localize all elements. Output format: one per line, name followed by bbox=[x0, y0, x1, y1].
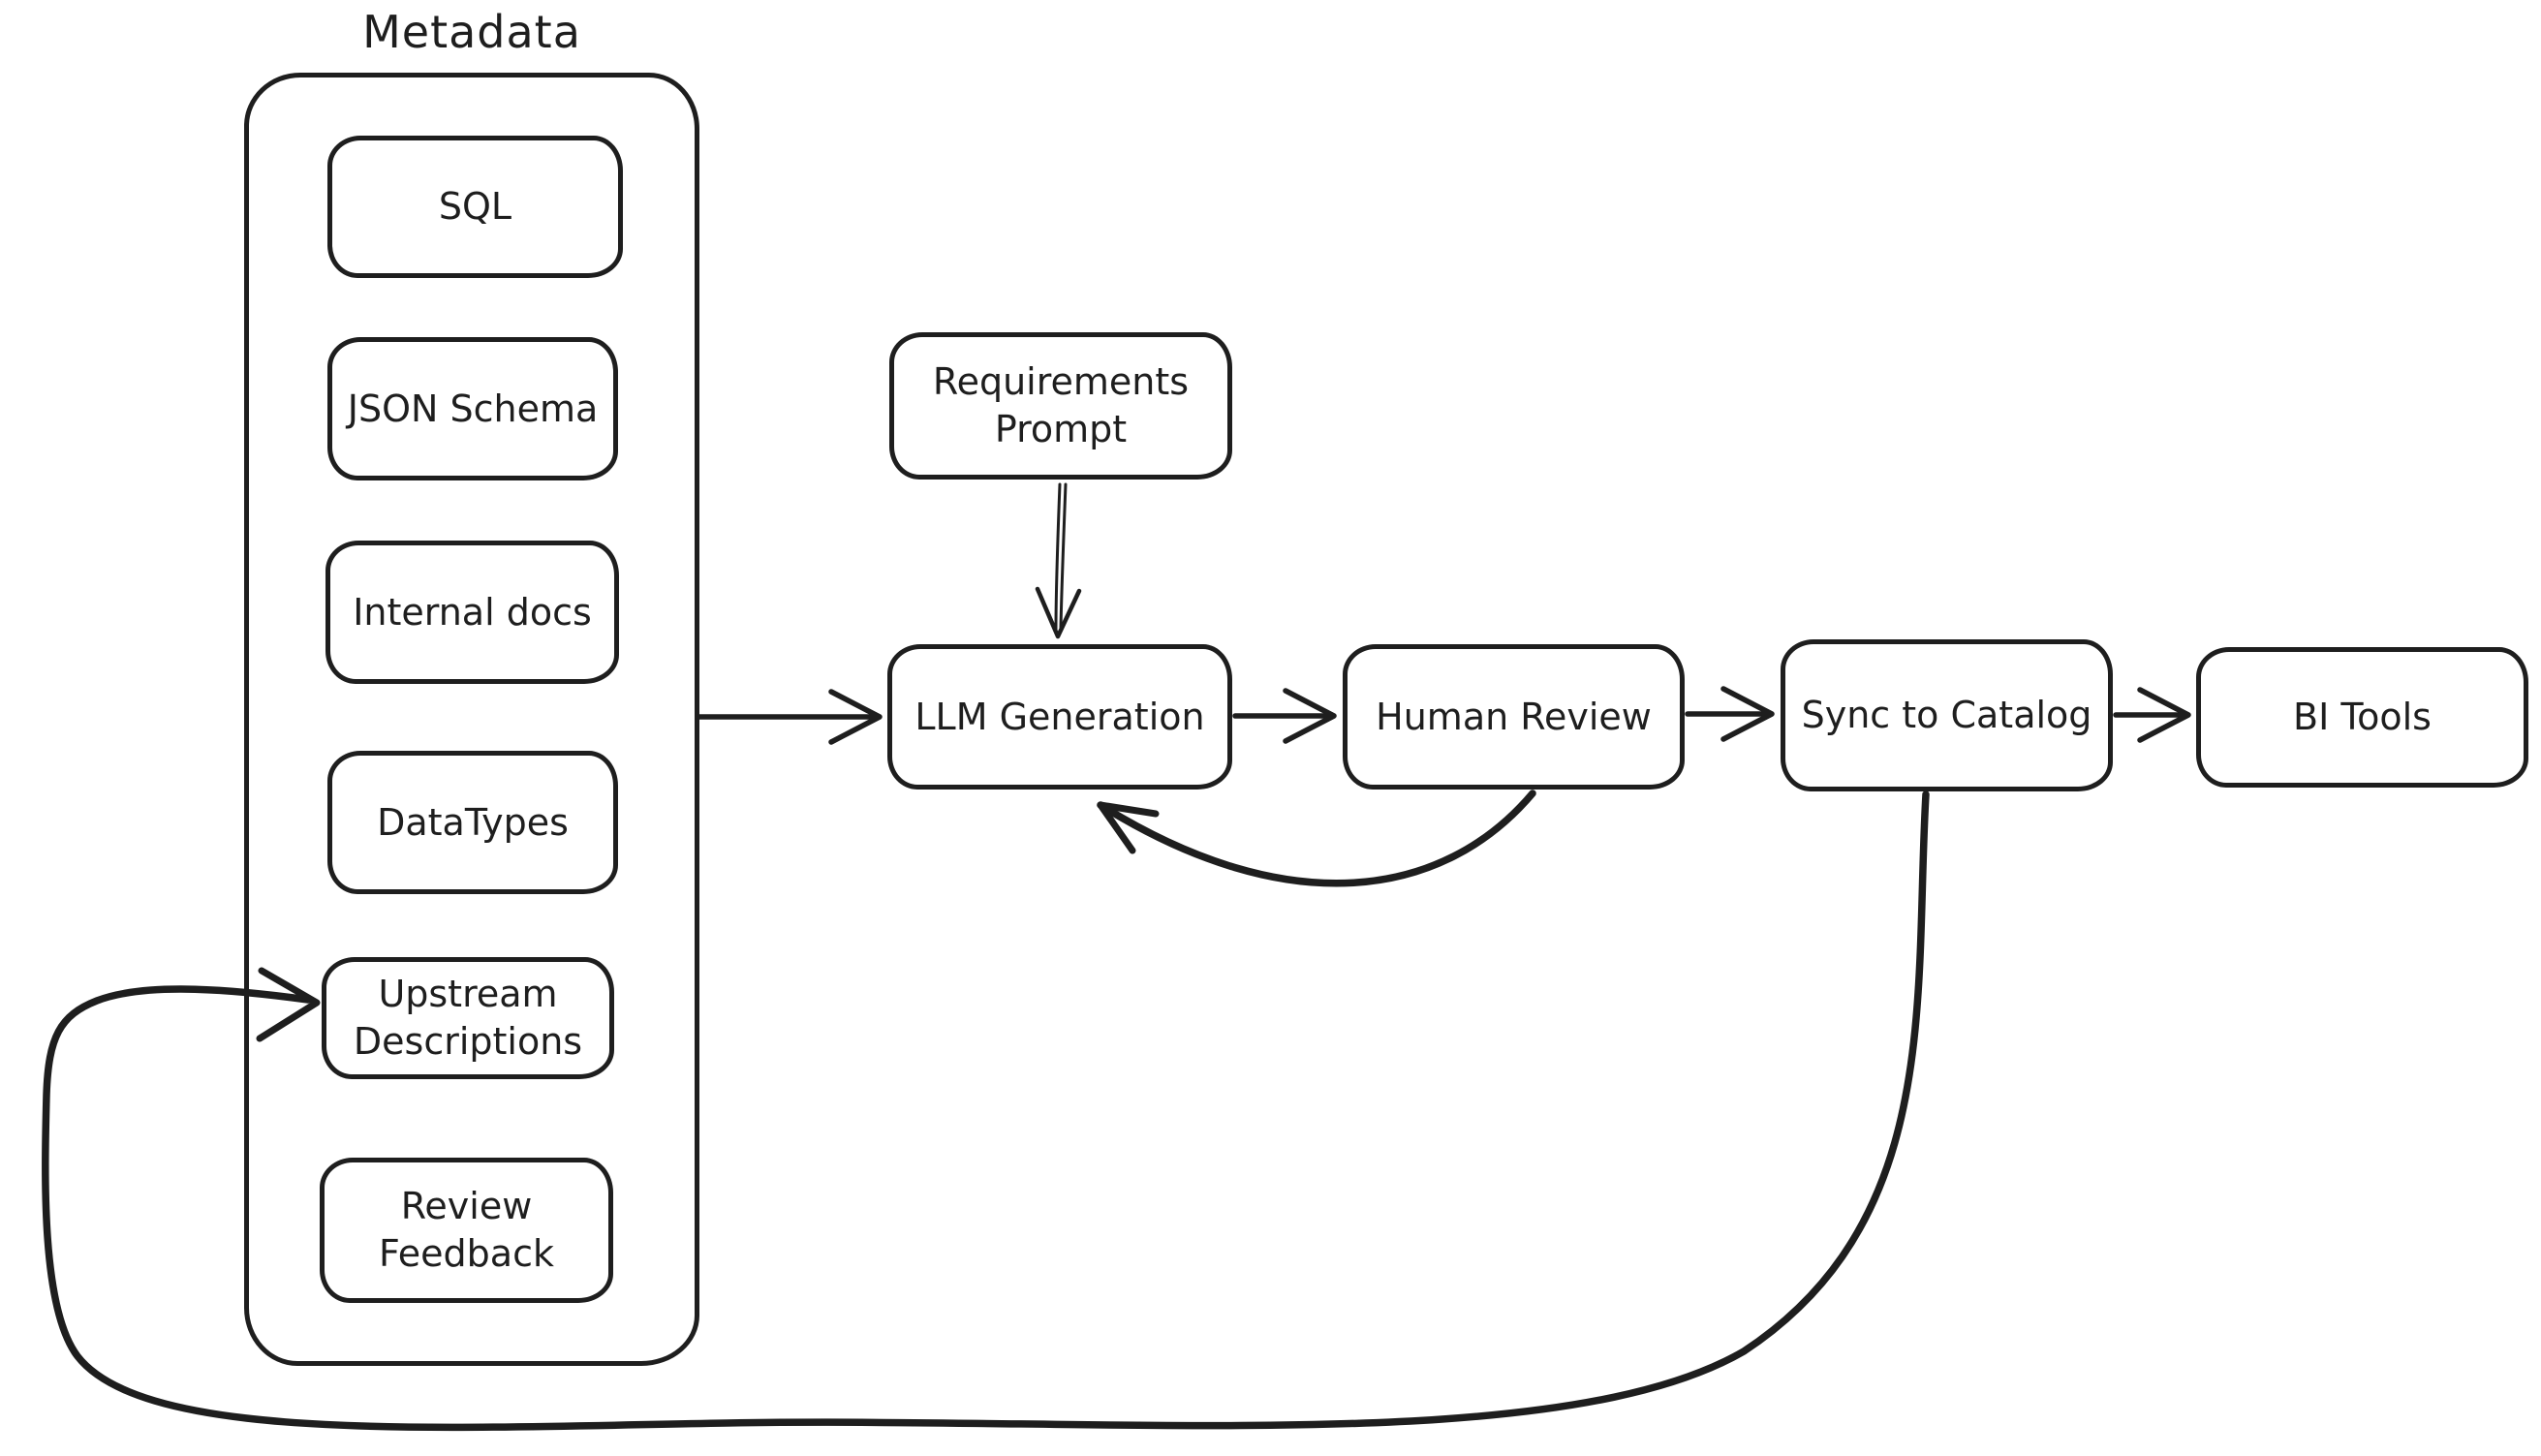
node-human-review: Human Review bbox=[1343, 644, 1685, 790]
metadata-group-title: Metadata bbox=[362, 6, 581, 58]
node-label: Sync to Catalog bbox=[1801, 694, 2092, 737]
node-label: BI Tools bbox=[2293, 696, 2432, 739]
node-bi-tools: BI Tools bbox=[2196, 647, 2528, 788]
node-label: Upstream Descriptions bbox=[353, 973, 583, 1063]
edge-llm-generation-to-human-review bbox=[1232, 688, 1337, 744]
node-label: Review Feedback bbox=[379, 1185, 554, 1275]
edge-sync-to-catalog-to-bi-tools bbox=[2113, 687, 2191, 743]
edge-human-review-to-llm-generation-feedback bbox=[1097, 790, 1536, 887]
node-upstream-descriptions: Upstream Descriptions bbox=[322, 957, 614, 1079]
node-json-schema: JSON Schema bbox=[327, 337, 618, 480]
node-review-feedback: Review Feedback bbox=[320, 1158, 613, 1303]
arrowhead-icon bbox=[1283, 688, 1337, 744]
arrowhead-icon bbox=[2137, 687, 2191, 743]
node-sql: SQL bbox=[327, 136, 623, 278]
node-datatypes: DataTypes bbox=[327, 751, 618, 894]
edge-human-review-to-sync-to-catalog bbox=[1685, 686, 1775, 742]
node-label: Requirements Prompt bbox=[932, 360, 1190, 450]
node-label: SQL bbox=[438, 185, 512, 229]
edge-requirements-prompt-to-llm-generation bbox=[1035, 482, 1082, 639]
node-label: DataTypes bbox=[377, 800, 569, 844]
node-label: Human Review bbox=[1376, 695, 1652, 738]
node-internal-docs: Internal docs bbox=[325, 541, 619, 684]
edge-line bbox=[1097, 790, 1536, 887]
edge-line bbox=[1054, 482, 1062, 632]
node-requirements-prompt: Requirements Prompt bbox=[889, 332, 1232, 480]
arrowhead-icon bbox=[1097, 801, 1160, 854]
edge-line bbox=[1059, 482, 1068, 630]
arrowhead-icon bbox=[828, 689, 883, 745]
node-llm-generation: LLM Generation bbox=[887, 644, 1232, 790]
node-label: Internal docs bbox=[353, 590, 592, 634]
node-label: JSON Schema bbox=[347, 387, 599, 430]
node-sync-to-catalog: Sync to Catalog bbox=[1781, 639, 2113, 791]
arrowhead-icon bbox=[1720, 686, 1775, 742]
arrowhead-icon bbox=[1035, 586, 1082, 639]
edge-metadata-to-llm-generation bbox=[696, 689, 883, 745]
node-label: LLM Generation bbox=[914, 695, 1205, 738]
